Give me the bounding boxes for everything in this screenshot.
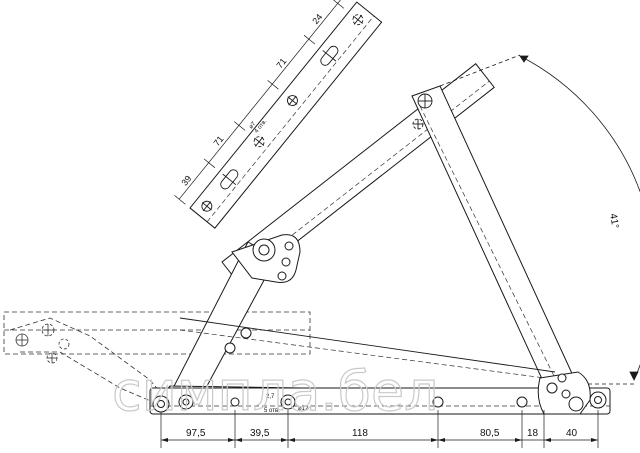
angle-label: 41°: [607, 213, 620, 230]
bottom-base-bar: [149, 387, 611, 415]
dim-118: 118: [352, 428, 368, 439]
dim-39-5: 39,5: [250, 428, 270, 439]
dim-24: 24: [310, 12, 324, 26]
arm-joint-holes: [224, 327, 252, 354]
right-support-arm: [411, 85, 576, 393]
top-hinge-bracket: [231, 234, 301, 283]
right-arm-holes: [412, 93, 433, 130]
bottom-right-bracket: [537, 371, 591, 415]
dim-71-first: 71: [211, 134, 225, 148]
ghost-left-plate: [3, 311, 311, 406]
note-5-holes: 5 отв.: [264, 408, 280, 414]
bottom-dimension-arrows: [161, 438, 598, 442]
dim-18: 18: [527, 428, 539, 439]
dim-40: 40: [566, 428, 578, 439]
dim-71-second: 71: [274, 56, 288, 70]
watermark-text: симпла.бел: [112, 360, 439, 423]
dim-80-5: 80,5: [480, 428, 500, 439]
note-dia-2-7: 2,7: [266, 394, 275, 400]
dim-97-5: 97,5: [186, 428, 206, 439]
top-mounting-plate: 39 71 71 24 ⌀7 4 отв.: [174, 0, 383, 229]
bottom-hole-note: 2,7 5 отв. ⌀12: [264, 394, 309, 414]
bottom-pivot-holes: [152, 391, 607, 413]
note-dia-12: ⌀12: [298, 406, 309, 412]
angle-dimension: [439, 54, 640, 385]
dim-39: 39: [179, 174, 193, 188]
hole-note-dia7: ⌀7: [248, 121, 257, 131]
